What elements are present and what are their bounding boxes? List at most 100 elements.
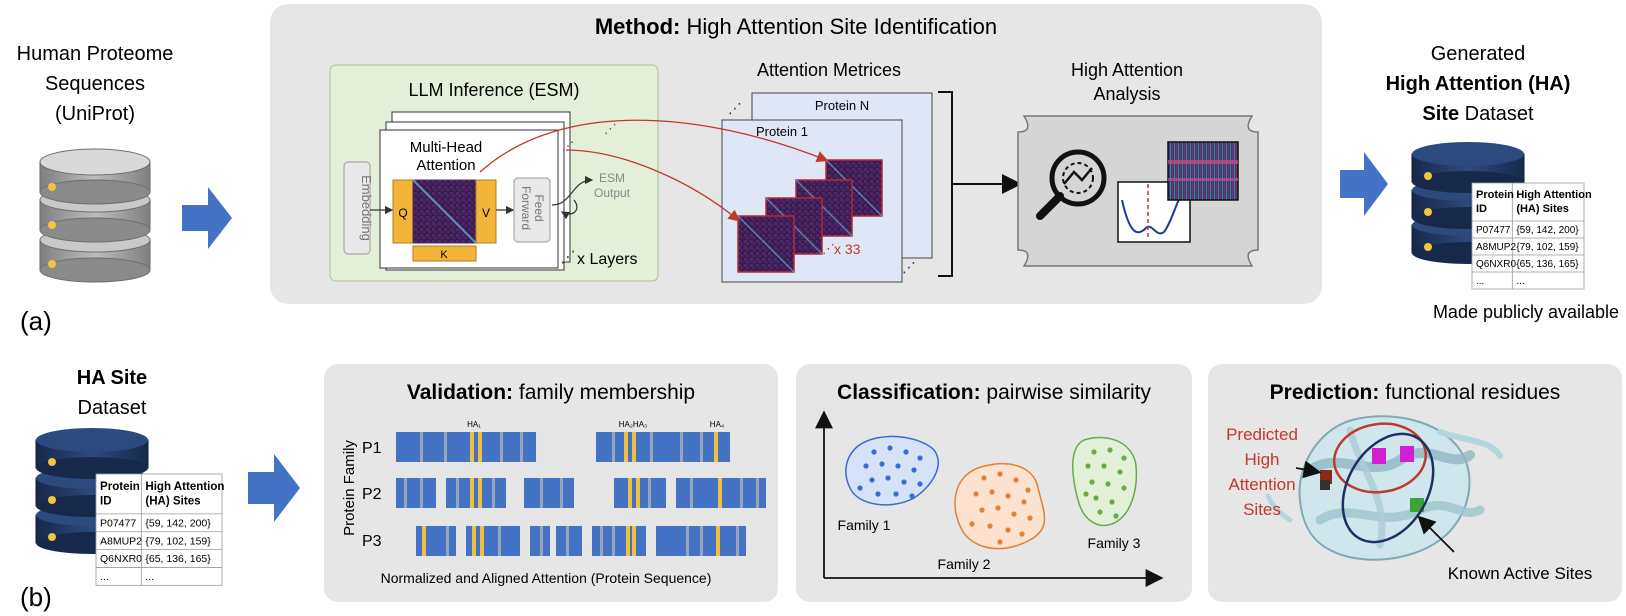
source-line-1: Human Proteome (17, 43, 174, 65)
cluster-point (979, 507, 985, 513)
table-header: High Attention (1516, 189, 1592, 201)
k-block (412, 245, 477, 262)
method-title: Method: High Attention Site Identificati… (595, 14, 997, 39)
v-label: V (482, 206, 490, 220)
cluster-point (1093, 495, 1099, 501)
cluster-point (1097, 509, 1103, 515)
table-header: Protein (1476, 189, 1514, 201)
mha-label-1: Multi-Head (410, 139, 483, 156)
cluster-point (917, 455, 923, 461)
cluster-point (1019, 531, 1025, 537)
cluster-point (1107, 447, 1113, 453)
table-cell: {59, 142, 200} (1516, 225, 1579, 236)
analysis-title-2: Analysis (1093, 84, 1160, 104)
table-cell: A8MUP2 (100, 535, 142, 547)
family-1-points (857, 445, 923, 499)
cluster-point (1013, 477, 1019, 483)
q-label: Q (398, 206, 407, 220)
table-header: High Attention (145, 481, 224, 493)
head-count-label: x 33 (834, 241, 861, 257)
attention-title: Attention Metrices (757, 60, 901, 80)
sequence-gray-mark (680, 432, 683, 462)
cluster-point (869, 477, 875, 483)
ha-site-mark (422, 526, 426, 556)
llm-title: LLM Inference (ESM) (408, 80, 579, 100)
magnifier-icon (1036, 149, 1107, 220)
feed-forward-block (513, 177, 551, 243)
table-cell: Q6NXR0 (100, 553, 142, 565)
public-note: Made publicly available (1433, 302, 1619, 322)
mha-label-2: Attention (416, 157, 475, 174)
sequence-tracks (396, 432, 766, 556)
sequence-segment (524, 478, 574, 508)
ha-site-mark (626, 526, 630, 556)
svg-text:⋰: ⋰ (728, 100, 742, 116)
table-cell: ... (100, 571, 109, 583)
sequence-gray-mark (736, 526, 739, 556)
svg-text:⋰: ⋰ (562, 139, 574, 153)
table-cell: {65, 136, 165} (145, 553, 211, 565)
ha-label-2-3: HA₂HA₃ (619, 420, 648, 429)
cluster-point (995, 505, 1001, 511)
attention-heatmap-stack (737, 159, 883, 273)
cluster-point (887, 445, 893, 451)
ha-site-mark (624, 432, 628, 462)
sequence-segment (446, 478, 506, 508)
sequence-gray-mark (648, 478, 651, 508)
esm-output-label-2: Output (594, 186, 631, 200)
cluster-point (1109, 499, 1115, 505)
classification-title: Classification: pairwise similarity (837, 381, 1151, 404)
esm-output-label-1: ESM (599, 171, 625, 185)
table-cell: {59, 142, 200} (145, 518, 211, 530)
table-header: (HA) Sites (1516, 203, 1569, 215)
table-cell: {65, 136, 165} (1516, 259, 1579, 270)
cluster-point (917, 481, 923, 487)
cluster-point (981, 475, 987, 481)
sequence-gray-mark (600, 526, 603, 556)
predicted-label-1: Predicted (1226, 425, 1298, 444)
sequence-gray-mark (700, 526, 703, 556)
cluster-point (1083, 491, 1089, 497)
embedding-label: Embedding (359, 175, 374, 241)
cluster-point (1025, 487, 1031, 493)
ha-site-mark (632, 526, 636, 556)
cluster-point (987, 523, 993, 529)
table-cell: ... (1476, 276, 1484, 287)
cluster-point (901, 479, 907, 485)
output-line-3: Site Dataset (1422, 103, 1534, 125)
cluster-point (909, 493, 915, 499)
predicted-label-2: High (1245, 450, 1280, 469)
cluster-point (1005, 493, 1011, 499)
sequence-gray-mark (650, 432, 653, 462)
method-to-output-arrow (1340, 152, 1388, 216)
sequence-gray-mark (520, 432, 523, 462)
ha-site-mark (472, 526, 476, 556)
family-1-cluster (845, 435, 939, 506)
dataset-line-2: Dataset (78, 397, 147, 419)
family-1-label: Family 1 (838, 517, 891, 533)
proteome-database-icon (39, 148, 151, 283)
sequence-gray-mark (540, 478, 543, 508)
svg-text:⋰: ⋰ (822, 241, 835, 256)
ha-label-1: HA₁ (467, 420, 481, 429)
ff-label-2: Forward (519, 186, 533, 230)
ha-site-mark (714, 432, 718, 462)
protein-family-axis-label: Protein Family (341, 440, 358, 536)
known-sites-label: Known Active Sites (1448, 564, 1593, 583)
cluster-point (895, 463, 901, 469)
heatmap-plot-icon (1167, 141, 1239, 201)
protein-1-label: Protein 1 (756, 124, 808, 139)
row-label-p3: P3 (362, 533, 382, 550)
analysis-title-1: High Attention (1071, 60, 1183, 80)
sequence-gray-mark (404, 478, 407, 508)
panel-a-label: (a) (20, 306, 52, 336)
ha-site-mark (470, 432, 474, 462)
cluster-point (885, 475, 891, 481)
sequence-segment (396, 478, 436, 508)
sequence-gray-mark (612, 432, 615, 462)
sequence-gray-mark (456, 478, 459, 508)
panel-b-label: (b) (20, 582, 52, 612)
dataset-to-analysis-arrow (248, 454, 300, 522)
